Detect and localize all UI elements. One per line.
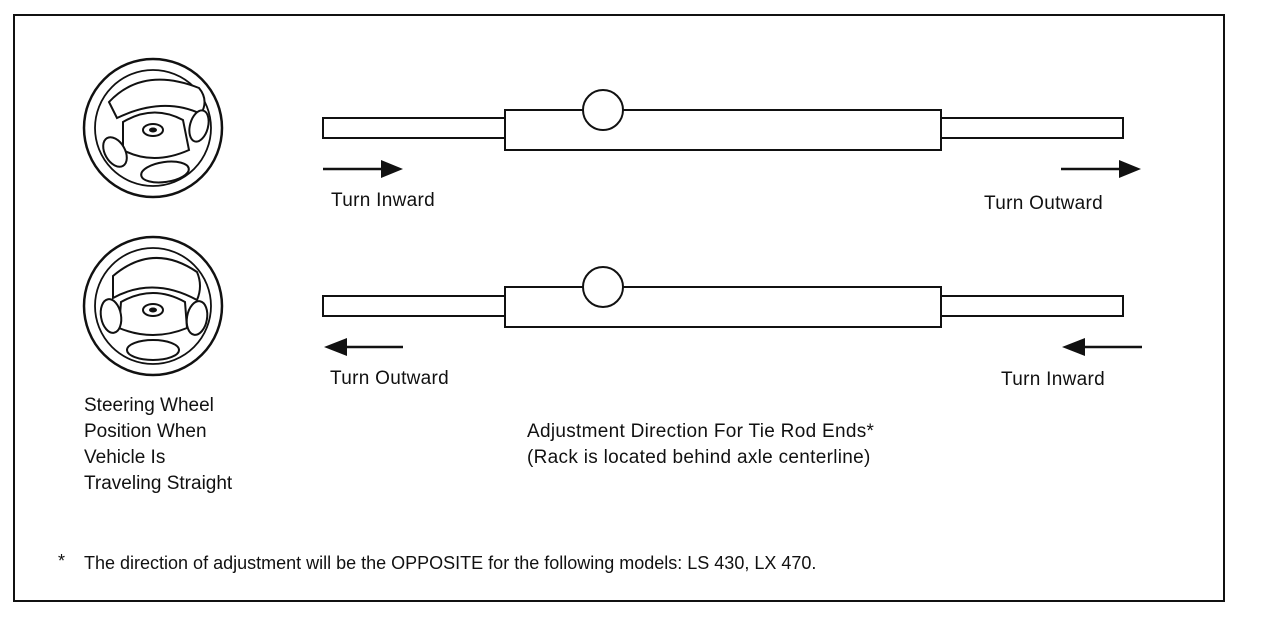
steering-wheel-bottom-icon — [82, 235, 224, 377]
wheel-caption-line: Steering Wheel — [84, 395, 214, 416]
wheel-caption-line: Traveling Straight — [84, 473, 233, 494]
arrow-right-icon — [323, 160, 403, 178]
tie-rod-left-bottom — [322, 295, 506, 317]
arrow-right-icon — [1061, 160, 1141, 178]
rack-housing-top — [504, 109, 942, 151]
center-caption-line2: (Rack is located behind axle centerline) — [527, 447, 871, 468]
center-caption-line1: Adjustment Direction For Tie Rod Ends* — [527, 421, 875, 442]
rack-bottom — [322, 266, 1124, 328]
tie-rod-right-bottom — [940, 295, 1124, 317]
label-top-right: Turn Outward — [984, 193, 1104, 214]
arrow-left-icon — [1062, 338, 1142, 356]
label-top-left: Turn Inward — [331, 190, 435, 211]
steering-wheel-top-icon — [82, 57, 224, 199]
arrow-left-icon — [324, 338, 403, 356]
pinion-top — [582, 89, 624, 131]
tie-rod-right-top — [940, 117, 1124, 139]
label-bottom-right: Turn Inward — [1001, 369, 1105, 390]
wheel-caption-line: Position When — [84, 421, 207, 442]
pinion-bottom — [582, 266, 624, 308]
label-bottom-left: Turn Outward — [330, 368, 450, 389]
wheel-caption-line: Vehicle Is — [84, 447, 166, 468]
footnote-marker: * — [58, 551, 66, 571]
diagram-frame — [13, 14, 1225, 602]
tie-rod-left-top — [322, 117, 506, 139]
rack-housing-bottom — [504, 286, 942, 328]
footnote-text: The direction of adjustment will be the … — [84, 553, 817, 573]
rack-top — [322, 89, 1124, 151]
